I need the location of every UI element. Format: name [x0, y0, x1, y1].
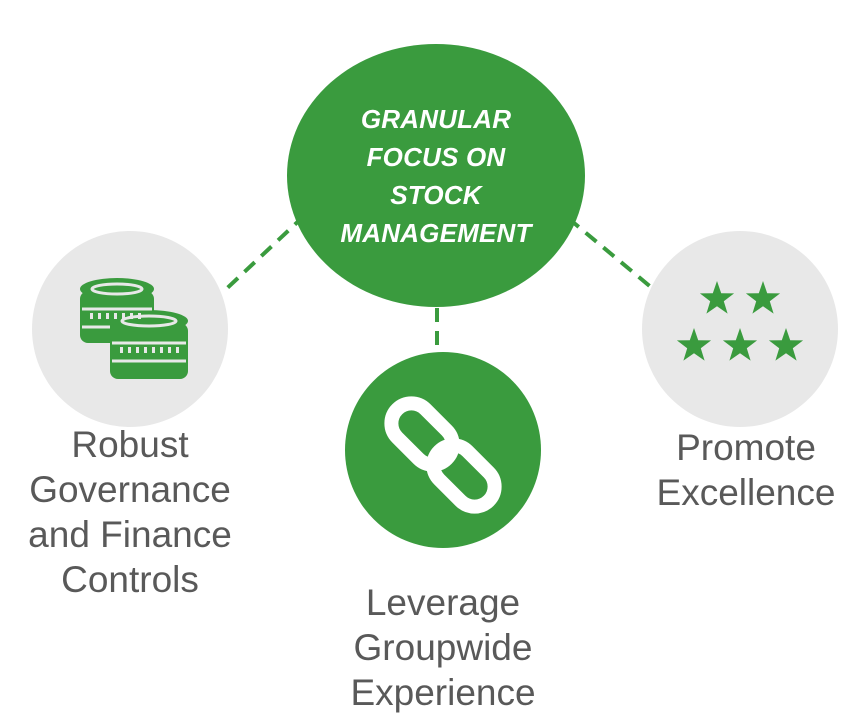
governance-label: Robust Governance and Finance Controls — [28, 424, 232, 600]
excellence-label: Promote Excellence — [656, 427, 836, 513]
connector-right — [566, 216, 654, 290]
groupwide-node — [345, 352, 541, 548]
excellence-node — [642, 231, 838, 427]
chain-link-icon — [384, 396, 502, 514]
hub-title: GRANULAR FOCUS ON STOCK MANAGEMENT — [340, 103, 532, 248]
coins-stack-icon — [80, 278, 188, 379]
hub-circle: GRANULAR FOCUS ON STOCK MANAGEMENT — [287, 44, 585, 307]
governance-node — [32, 231, 228, 427]
five-stars-icon — [676, 281, 804, 361]
connector-left — [220, 213, 307, 295]
groupwide-label: Leverage Groupwide Experience — [350, 582, 536, 713]
